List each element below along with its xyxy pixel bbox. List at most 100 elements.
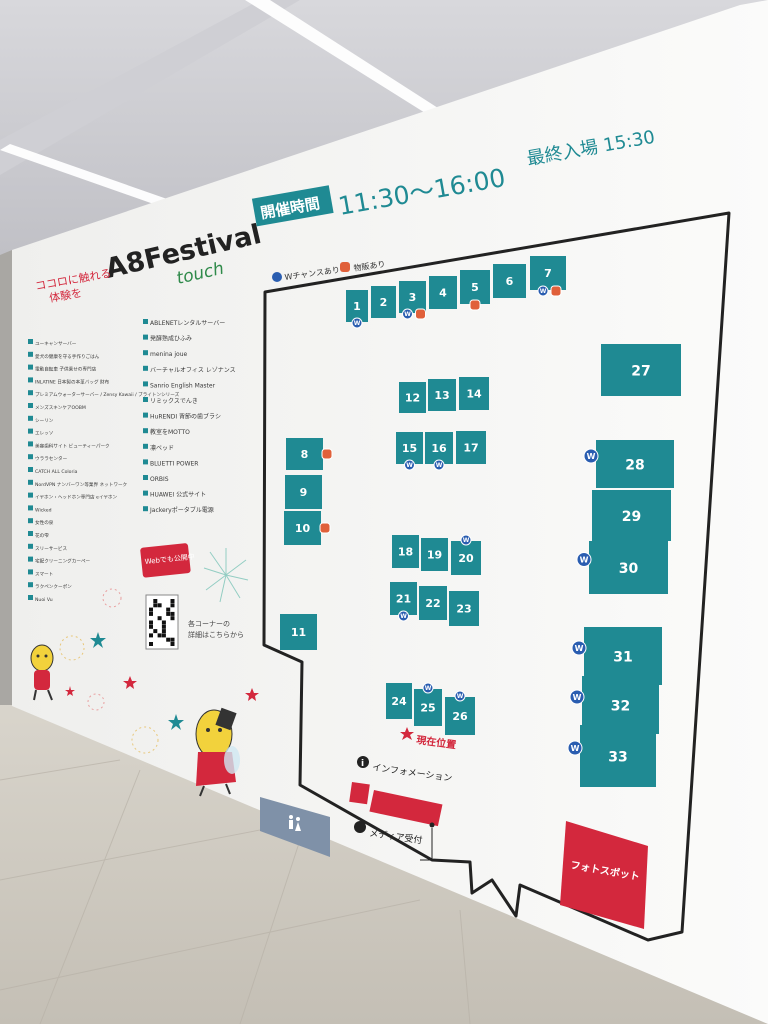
exhibitor-item: INLATINE 日本製の本革バッグ 財布	[35, 378, 110, 385]
legend-goods: 物販あり	[353, 259, 386, 273]
firework-dots-icon	[131, 726, 159, 754]
booth-19: 19	[421, 538, 448, 571]
booth-box	[280, 614, 317, 650]
booth-13: 13	[428, 379, 456, 411]
media-counter	[369, 790, 443, 827]
decorations	[59, 548, 259, 754]
booth-box	[451, 541, 481, 575]
booth-box	[396, 432, 423, 464]
booth-number: 31	[613, 649, 632, 665]
w-chance-mark: W	[463, 537, 470, 544]
qr-module	[149, 633, 153, 638]
booth-box	[601, 344, 681, 396]
booth-number: 13	[434, 389, 449, 402]
exhibitor-item: ウララセンター	[35, 455, 68, 462]
exhibitor-item: プレミアムウォーターサーバー / Zensy Kawaii / ブライトンシリー…	[35, 391, 180, 398]
exhibitor-item: 愛犬の健康を守る手作りごはん	[35, 353, 100, 360]
information-counter	[349, 782, 370, 805]
exhibitor-item: エレッソ	[35, 431, 53, 437]
w-chance-mark: W	[400, 613, 407, 620]
booth-number: 21	[396, 593, 411, 606]
qr-caption-2: 詳細はこちらから	[188, 630, 244, 639]
qr-module	[166, 637, 171, 642]
booth-number: 14	[466, 388, 482, 401]
booth-number: 8	[301, 448, 309, 461]
booth-box	[530, 256, 566, 290]
qr-block: Webでも公開中 各コーナーの 詳細はこちらから	[140, 543, 244, 650]
person-icon	[354, 821, 366, 833]
booth-number: 16	[431, 442, 447, 455]
exhibitor-item: CATCH ALL Coloria	[35, 469, 78, 475]
w-chance-icon	[460, 534, 472, 546]
exhibitor-item: 教室をMOTTO	[150, 428, 190, 436]
exhibitor-item: Nuoi Vu	[35, 597, 53, 603]
exhibitor-item: スマート	[35, 571, 53, 577]
firework-dots-icon	[87, 693, 105, 711]
qr-module	[170, 603, 175, 608]
booth-number: 24	[391, 695, 407, 708]
booth-28: 28W	[583, 440, 674, 488]
exhibitor-number-icon	[28, 479, 33, 485]
booth-box	[286, 438, 323, 470]
booth-box	[460, 270, 490, 304]
exhibitor-number-icon	[28, 518, 33, 524]
photo-spot: フォトスポット	[560, 821, 648, 929]
exhibitor-number-icon	[28, 595, 33, 600]
exhibitor-item: イヤホン・ヘッドホン専門店 eイヤホン	[35, 494, 118, 501]
goods-icon	[321, 448, 333, 460]
booth-9: 9	[285, 475, 322, 509]
qr-module	[166, 607, 171, 612]
exhibitor-number-icon	[143, 428, 148, 434]
mascot-large	[195, 707, 240, 797]
w-chance-mark: W	[587, 452, 596, 461]
side-wall	[0, 250, 12, 705]
info-icon-glyph: i	[361, 759, 364, 769]
booth-box	[493, 264, 526, 298]
booth-number: 20	[458, 552, 474, 565]
exhibitor-number-icon	[28, 403, 33, 408]
w-chance-icon	[433, 459, 445, 471]
exhibitor-number-icon	[28, 505, 33, 511]
exhibitor-number-icon	[28, 364, 33, 370]
goods-icon	[319, 522, 331, 534]
exhibitor-item: 美容歯科サイト ビューティーパーク	[35, 442, 110, 449]
booth-8: 8	[286, 438, 333, 470]
floor-tiles	[0, 759, 471, 1024]
exhibitor-number-icon	[28, 441, 33, 447]
booth-25: 25W	[414, 682, 442, 726]
booth-10: 10	[284, 511, 331, 545]
w-chance-mark: W	[425, 685, 432, 692]
booth-number: 2	[380, 296, 388, 309]
exhibitor-item: バーチャルオフィス レゾナンス	[150, 367, 236, 374]
exhibitor-item: HUAWEI 公式サイト	[150, 491, 206, 499]
qr-module	[170, 642, 175, 646]
exhibitor-number-icon	[143, 490, 148, 496]
booth-4: 4	[429, 276, 457, 309]
booth-number: 33	[608, 749, 627, 765]
booth-number: 17	[463, 442, 478, 455]
booth-number: 5	[471, 281, 479, 294]
booth-7: 7W	[530, 256, 566, 297]
booth-24: 24	[386, 683, 412, 719]
w-chance-icon	[567, 740, 583, 756]
booth-16: 16W	[425, 432, 453, 471]
exhibitor-item: 宅配クリーニングカーペー	[35, 558, 91, 565]
qr-module	[157, 616, 162, 621]
booth-number: 18	[398, 546, 413, 559]
booth-3: 3W	[399, 281, 426, 320]
tagline-line-2: 体験を	[48, 285, 83, 305]
booth-box	[456, 431, 486, 464]
current-position-star-icon	[400, 727, 414, 740]
w-chance-mark: W	[575, 644, 584, 653]
booth-box	[584, 627, 662, 685]
exhibitor-item: BLUETTI POWER	[150, 460, 198, 467]
exhibitor-number-icon	[143, 475, 148, 480]
exhibitor-item: スリーサービス	[35, 545, 67, 552]
goods-icon	[469, 299, 481, 311]
counter-marker	[429, 822, 435, 828]
hours-label-box	[251, 185, 334, 227]
booth-1: 1W	[346, 290, 368, 329]
exhibitor-item: メンズスキンケアOOBM	[35, 404, 86, 411]
exhibitor-number-icon	[143, 443, 148, 449]
